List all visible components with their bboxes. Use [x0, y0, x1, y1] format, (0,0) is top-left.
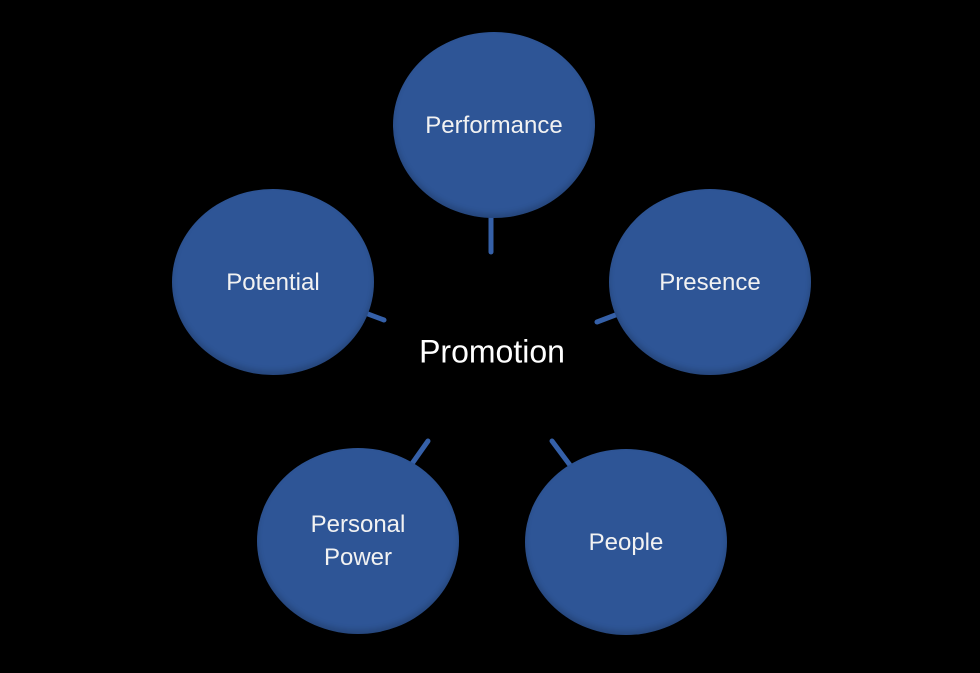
center-label: Promotion — [419, 333, 565, 370]
node-people-label: People — [588, 528, 664, 556]
node-performance: Performance — [393, 32, 595, 218]
node-personal-power-label: Personal Power — [310, 511, 406, 571]
node-presence: Presence — [609, 189, 811, 375]
node-potential: Potential — [172, 189, 374, 375]
node-personal-power: Personal Power — [257, 448, 459, 634]
node-performance-label: Performance — [425, 111, 563, 139]
node-presence-label: Presence — [659, 268, 761, 296]
node-potential-label: Potential — [226, 268, 320, 296]
node-people: People — [525, 449, 727, 635]
